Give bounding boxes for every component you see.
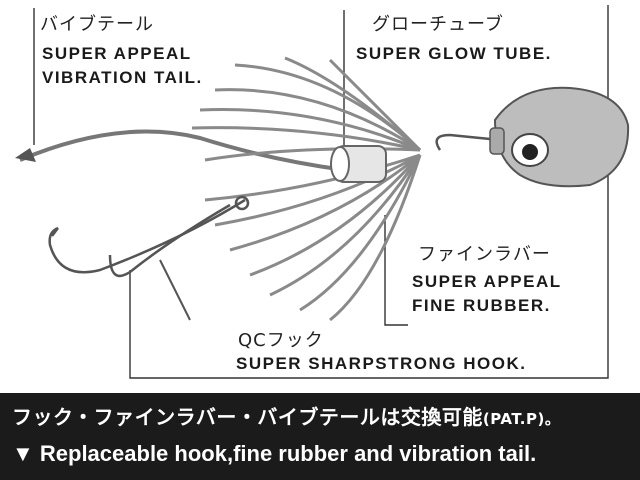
vibration-tail-en-label-line1: SUPER APPEAL (42, 44, 192, 63)
vibration-tail-en-label-line2: VIBRATION TAIL. (42, 68, 203, 87)
banner-en-text: ▼ Replaceable hook,fine rubber and vibra… (12, 441, 537, 466)
info-banner: フック・ファインラバー・バイブテールは交換可能(PAT.P)。 ▼ Replac… (0, 393, 640, 480)
lure-head (489, 86, 630, 188)
leader-lines (33, 5, 609, 379)
leader-line-rubber (384, 215, 408, 326)
banner-jp-main: フック・ファインラバー・バイブテールは交換可能 (12, 405, 483, 429)
hook-jp-label: QCフック (238, 330, 324, 351)
glow-tube (330, 145, 387, 183)
vibration-tail (19, 129, 346, 172)
hook-en-label: SUPER SHARPSTRONG HOOK. (236, 354, 527, 373)
banner-jp-text: フック・ファインラバー・バイブテールは交換可能(PAT.P)。 (12, 401, 560, 430)
banner-jp-suffix: (PAT.P)。 (482, 410, 561, 428)
rubber-strands-upper (191, 56, 422, 162)
rubber-strands-lower (204, 153, 422, 322)
fine-rubber-en-label-line2: FINE RUBBER. (412, 296, 551, 315)
glow-tube-jp-label: グローチューブ (372, 14, 504, 35)
fine-rubber-jp-label: ファインラバー (418, 244, 551, 265)
glow-tube-en-label: SUPER GLOW TUBE. (356, 44, 552, 63)
qc-hooks (48, 195, 250, 321)
connector-eye (435, 133, 501, 151)
vibration-tail-jp-label: バイブテール (40, 14, 154, 35)
tail-tip (15, 148, 36, 162)
fine-rubber-en-label-line1: SUPER APPEAL (412, 272, 562, 291)
leader-line-hook (129, 5, 609, 379)
